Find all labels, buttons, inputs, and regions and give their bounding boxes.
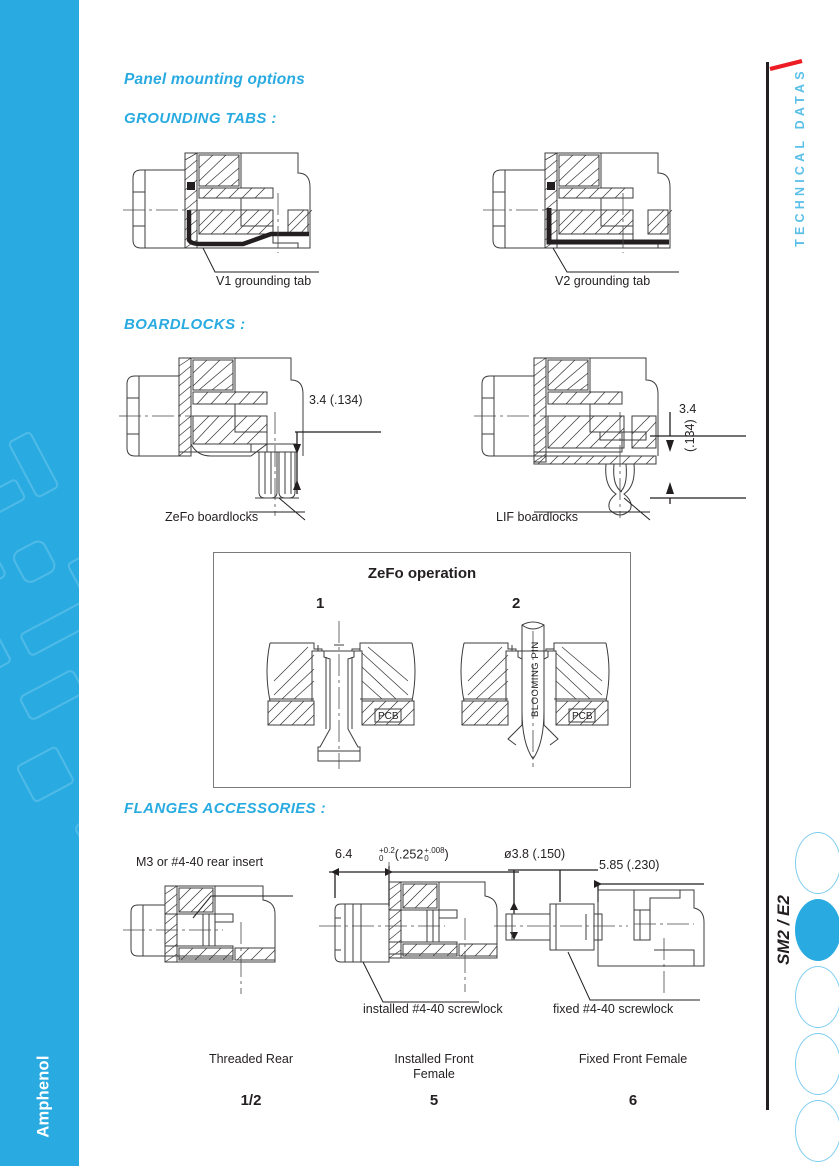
section-heading-boardlocks: BOARDLOCKS : bbox=[124, 316, 246, 333]
figure-installed-front-female bbox=[319, 862, 519, 1003]
blooming-pin-label: BLOOMING PIN bbox=[530, 641, 541, 717]
inch-tolerance-lower: 0 bbox=[424, 854, 429, 863]
note-m3-rear-insert: M3 or #4-40 rear insert bbox=[136, 855, 264, 869]
dimension-zefo-3-4: 3.4 (.134) bbox=[309, 393, 363, 407]
left-brand-sidebar: Amphenol bbox=[0, 0, 79, 1166]
caption-installed-front-female: Installed Front Female bbox=[354, 1052, 514, 1082]
zefo-step-1-drawing: PCB bbox=[266, 621, 416, 769]
figure-v2-grounding-tab bbox=[483, 152, 679, 273]
inch-close: ) bbox=[444, 847, 449, 862]
connector-outline-pattern bbox=[0, 432, 79, 850]
dimension-lif-inch: (.134) bbox=[683, 419, 697, 452]
dimension-5-85: 5.85 (.230) bbox=[599, 858, 660, 872]
inch-open: (.252 bbox=[394, 847, 424, 862]
number-fixed-front-female: 6 bbox=[628, 1092, 638, 1109]
zefo-pcb-label-1: PCB bbox=[378, 711, 399, 722]
note-installed-screwlock: installed #4-40 screwlock bbox=[363, 1002, 503, 1016]
caption-v1-grounding-tab: V1 grounding tab bbox=[216, 274, 312, 288]
caption-zefo-boardlocks: ZeFo boardlocks bbox=[165, 510, 259, 524]
brand-name: Amphenol bbox=[34, 1055, 53, 1138]
number-installed-front-female: 5 bbox=[429, 1092, 439, 1109]
caption-lif-boardlocks: LIF boardlocks bbox=[496, 510, 578, 524]
product-family-label: SM2 / E2 bbox=[774, 895, 793, 965]
zefo-step-2-drawing: PCB BLOOMING PIN bbox=[460, 621, 610, 767]
figure-lif-boardlocks bbox=[474, 357, 746, 521]
tab-technical-datas[interactable]: TECHNICAL DATAS bbox=[793, 67, 807, 247]
figure-v1-grounding-tab bbox=[123, 152, 319, 273]
dimension-lif-3-4: 3.4 bbox=[679, 402, 697, 416]
zefo-operation-title: ZeFo operation bbox=[367, 565, 477, 582]
figure-zefo-boardlocks bbox=[119, 357, 381, 521]
page-title: Panel mounting options bbox=[124, 71, 305, 88]
caption-threaded-rear: Threaded Rear bbox=[208, 1052, 294, 1066]
figure-threaded-rear bbox=[123, 885, 293, 994]
dimension-6-4: 6.4 bbox=[335, 847, 353, 861]
section-dot-active[interactable] bbox=[795, 899, 839, 961]
zefo-step-1-label: 1 bbox=[316, 595, 325, 612]
dimension-6-4-tolerance: +0.2 0 (.252 +.008 0 ) bbox=[379, 847, 449, 863]
red-slash-icon bbox=[769, 59, 803, 71]
section-dot[interactable] bbox=[795, 1033, 839, 1095]
caption-line-2: Female bbox=[413, 1067, 455, 1081]
zefo-step-2-label: 2 bbox=[512, 595, 521, 612]
right-vertical-rule bbox=[766, 62, 769, 1110]
section-dot[interactable] bbox=[795, 966, 839, 1028]
tolerance-upper: +0.2 bbox=[379, 846, 395, 855]
section-heading-flanges: FLANGES ACCESSORIES : bbox=[124, 800, 327, 817]
caption-line-1: Installed Front bbox=[394, 1052, 474, 1066]
section-dot-indicators bbox=[795, 832, 839, 1167]
caption-v2-grounding-tab: V2 grounding tab bbox=[555, 274, 651, 288]
zefo-operation-panel: ZeFo operation 1 2 bbox=[213, 552, 631, 788]
section-heading-grounding-tabs: GROUNDING TABS : bbox=[124, 110, 277, 127]
inch-tolerance-upper: +.008 bbox=[424, 846, 445, 855]
figure-fixed-front-female bbox=[494, 869, 705, 1001]
tolerance-lower: 0 bbox=[379, 854, 384, 863]
caption-fixed-front-female: Fixed Front Female bbox=[578, 1052, 688, 1066]
section-dot[interactable] bbox=[795, 1100, 839, 1162]
note-fixed-screwlock: fixed #4-40 screwlock bbox=[553, 1002, 674, 1016]
section-dot[interactable] bbox=[795, 832, 839, 894]
page-content: Panel mounting options GROUNDING TABS : bbox=[79, 0, 766, 1166]
zefo-pcb-label-2: PCB bbox=[572, 711, 593, 722]
dimension-diameter-3-8: ø3.8 (.150) bbox=[504, 847, 566, 861]
number-threaded-rear: 1/2 bbox=[240, 1092, 262, 1109]
